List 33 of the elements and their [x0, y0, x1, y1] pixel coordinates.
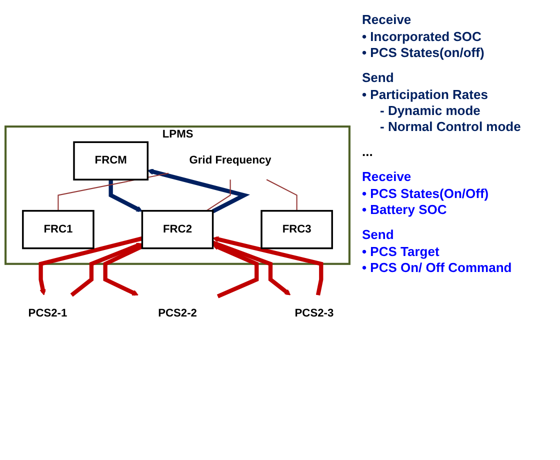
ellipsis-text: ... — [362, 144, 374, 159]
node-text: PCS2-1 — [28, 308, 68, 320]
arrow — [103, 244, 144, 296]
list-item: • Battery SOC — [362, 202, 448, 217]
node-text: PCS2-2 — [158, 308, 197, 320]
arrow — [38, 236, 143, 296]
section-heading: Send — [362, 70, 395, 85]
arrow — [147, 169, 250, 214]
list-item: • Participation Rates — [362, 87, 489, 102]
node-box: FRC2 — [141, 210, 214, 250]
section-heading: Send — [362, 227, 395, 242]
arrow — [212, 241, 291, 296]
sub-item: - Dynamic mode — [379, 103, 482, 118]
arrow — [212, 244, 259, 299]
list-item: • PCS On/ Off Command — [362, 260, 513, 275]
connector — [206, 180, 231, 212]
sub-item: - Normal Control mode — [379, 119, 522, 134]
section-heading: Receive — [362, 12, 412, 27]
node-box: FRCM — [73, 142, 149, 181]
arrow — [212, 236, 324, 296]
list-item: • PCS States(on/off) — [362, 45, 486, 60]
node-box: FRC3 — [260, 210, 333, 250]
arrow — [70, 243, 142, 298]
node-box: FRC1 — [22, 210, 94, 250]
node-text: PCS2-3 — [294, 308, 334, 320]
section-heading: Receive — [362, 169, 412, 184]
connector — [266, 180, 298, 212]
arrow — [108, 180, 142, 212]
list-item: • PCS Target — [362, 244, 440, 259]
node-text: Grid Frequency — [189, 155, 272, 167]
list-item: • PCS States(On/Off) — [362, 186, 490, 201]
list-item: • Incorporated SOC — [362, 29, 482, 44]
connector — [58, 173, 169, 212]
